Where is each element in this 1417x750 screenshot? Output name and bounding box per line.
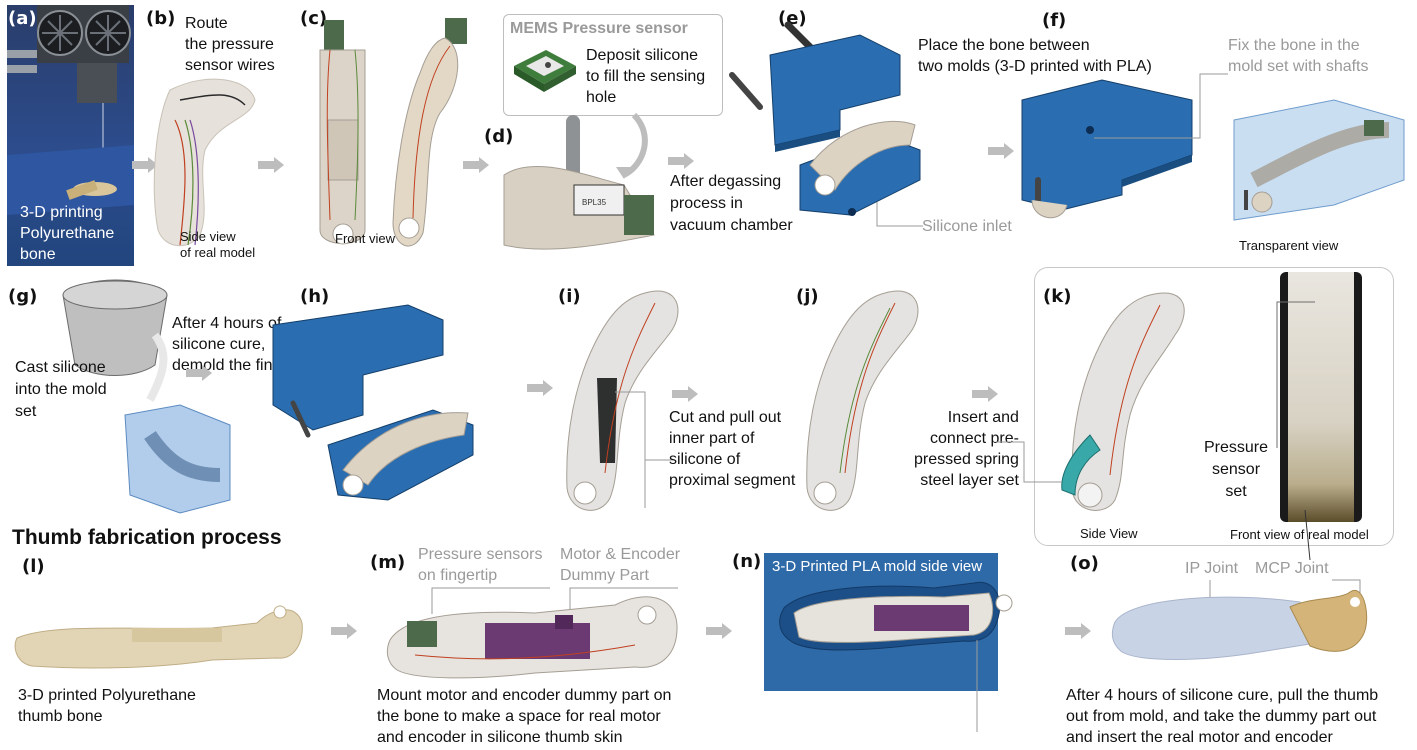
panel-k-side-view-illustration bbox=[1050, 285, 1200, 515]
panel-f-leader bbox=[1090, 72, 1230, 142]
panel-k-sensor-leader bbox=[1275, 300, 1325, 450]
arrow-j-k bbox=[972, 386, 998, 402]
panel-k-front-label: Front view of real model bbox=[1230, 527, 1369, 543]
panel-m-tag: (m) bbox=[370, 552, 405, 573]
panel-a-tag: (a) bbox=[8, 8, 37, 29]
panel-c-side-bone bbox=[385, 18, 475, 253]
panel-k-side-label: Side View bbox=[1080, 526, 1138, 542]
arrow-h-i bbox=[527, 380, 553, 396]
panel-i-leader bbox=[605, 390, 675, 510]
thumb-section-title: Thumb fabrication process bbox=[12, 526, 282, 550]
panel-n-leader bbox=[975, 640, 979, 732]
mems-box-title: MEMS Pressure sensor bbox=[510, 18, 688, 39]
panel-f-caption: Fix the bone in the mold set with shafts bbox=[1228, 35, 1369, 77]
panel-c-subcaption: Front view bbox=[335, 231, 395, 247]
panel-k-sensor-label: Pressure sensor set bbox=[1204, 437, 1268, 503]
panel-m-label-dummy: Motor & Encoder Dummy Part bbox=[560, 544, 680, 586]
panel-o-thumb-photo bbox=[1110, 582, 1370, 672]
arrow-n-o bbox=[1065, 623, 1091, 639]
panel-g-tag: (g) bbox=[8, 286, 37, 307]
panel-f-transparent-mold bbox=[1224, 90, 1409, 235]
panel-o-tag: (o) bbox=[1070, 553, 1099, 574]
arrow-b-c bbox=[258, 157, 284, 173]
panel-d-chip-label: BPL35 bbox=[582, 198, 607, 207]
panel-a-caption: 3-D printing Polyurethane bone bbox=[20, 202, 114, 265]
panel-f-subcaption: Transparent view bbox=[1239, 238, 1338, 254]
panel-e-inlet-leader bbox=[875, 200, 925, 230]
panel-k-leader bbox=[994, 440, 1064, 485]
panel-j-finger-illustration bbox=[795, 283, 925, 513]
panel-m-label-sensors: Pressure sensors on fingertip bbox=[418, 544, 543, 586]
panel-l-thumb-bone bbox=[12, 598, 304, 678]
mems-chip-icon bbox=[510, 46, 578, 96]
mems-box-text: Deposit silicone to fill the sensing hol… bbox=[586, 45, 705, 108]
arrow-i-j bbox=[672, 386, 698, 402]
panel-m-thumb-illustration bbox=[385, 585, 685, 695]
panel-b-bone-illustration bbox=[150, 60, 260, 255]
panel-c-front-bone bbox=[310, 20, 390, 252]
panel-g-transparent-mold bbox=[120, 405, 235, 515]
panel-b-subcaption: Side view of real model bbox=[180, 229, 255, 261]
panel-e-mold-illustration bbox=[740, 15, 950, 225]
panel-l-caption: 3-D printed Polyurethane thumb bone bbox=[18, 685, 196, 727]
arrow-l-m bbox=[331, 623, 357, 639]
panel-h-demold-illustration bbox=[268, 295, 483, 520]
panel-l-tag: (l) bbox=[22, 556, 45, 577]
panel-g-caption: Cast silicone into the mold set bbox=[15, 357, 107, 423]
panel-i-caption: Cut and pull out inner part of silicone … bbox=[669, 407, 795, 491]
panel-d-sensor-closeup: BPL35 bbox=[504, 115, 664, 265]
panel-f-tag: (f) bbox=[1042, 10, 1066, 31]
panel-n-label: 3-D Printed PLA mold side view bbox=[772, 556, 982, 577]
panel-b-tag: (b) bbox=[146, 8, 175, 29]
panel-e-inlet-label: Silicone inlet bbox=[922, 216, 1012, 237]
panel-m-caption: Mount motor and encoder dummy part on th… bbox=[377, 685, 671, 748]
arrow-m-n bbox=[706, 623, 732, 639]
panel-o-caption: After 4 hours of silicone cure, pull the… bbox=[1066, 685, 1378, 748]
panel-n-tag: (n) bbox=[732, 551, 761, 572]
panel-o-mcp-label: MCP Joint bbox=[1255, 558, 1329, 579]
panel-o-ip-label: IP Joint bbox=[1185, 558, 1238, 579]
arrow-e-f bbox=[988, 143, 1014, 159]
arrow-c-d bbox=[463, 157, 489, 173]
arrow-g-h bbox=[186, 365, 212, 381]
arrow-d-e bbox=[668, 153, 694, 169]
